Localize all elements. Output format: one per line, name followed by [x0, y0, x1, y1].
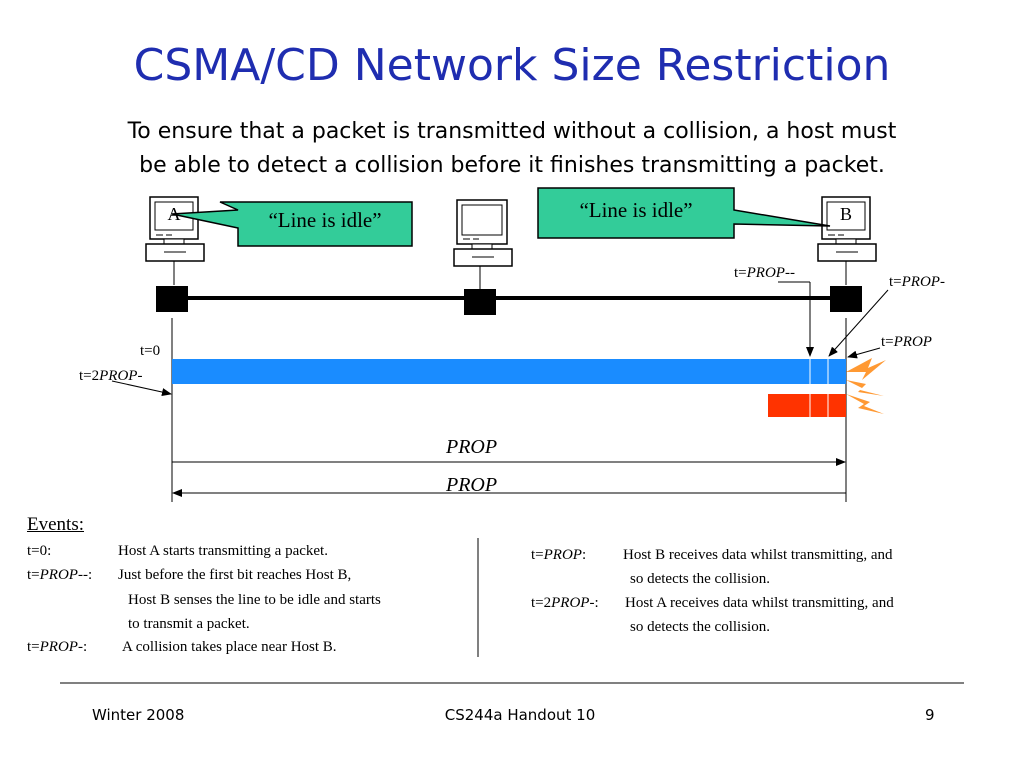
event-4-time: t=PROP: — [531, 547, 587, 563]
events-heading: Events: — [27, 514, 84, 535]
event-5-time: t=2PROP-: — [531, 595, 599, 611]
intro-line-1: To ensure that a packet is transmitted w… — [127, 119, 897, 144]
host-b-label: B — [839, 204, 852, 224]
event-3-time: t=PROP-: — [27, 639, 88, 655]
arrow-t-2prop — [111, 380, 172, 396]
label-t-2prop: t=2PROP- — [79, 368, 143, 384]
event-5-text-2: so detects the collision. — [630, 619, 770, 635]
computer-b-icon — [817, 196, 877, 285]
footer-left: Winter 2008 — [92, 706, 185, 724]
prop-label-back: PROP — [446, 474, 498, 496]
transceiver-a — [156, 286, 188, 312]
collision-spark-icon — [846, 358, 886, 414]
event-4-text-2: so detects the collision. — [630, 571, 770, 587]
slide-title: CSMA/CD Network Size Restriction — [133, 40, 891, 91]
callout-left-text: “Line is idle” — [268, 208, 382, 232]
prop-label-forward: PROP — [446, 436, 498, 458]
arrow-t-prop — [847, 347, 881, 359]
footer-center: CS244a Handout 10 — [444, 706, 596, 724]
label-t-prop-minus: t=PROP- — [889, 274, 945, 290]
transceiver-b — [830, 286, 862, 312]
event-3-text: A collision takes place near Host B. — [122, 639, 337, 655]
label-t-prop-minus-minus: t=PROP-- — [734, 265, 795, 281]
event-1-text: Host A starts transmitting a packet. — [118, 543, 328, 559]
callout-right-box — [537, 187, 831, 239]
event-1-time: t=0: — [27, 543, 52, 559]
label-t-prop: t=PROP — [881, 334, 932, 350]
event-2-text-3: to transmit a packet. — [128, 616, 250, 632]
event-2-text-1: Just before the first bit reaches Host B… — [118, 567, 352, 583]
intro-line-2: be able to detect a collision before it … — [139, 153, 885, 178]
host-a-label: A — [167, 204, 181, 224]
event-2-text-2: Host B senses the line to be idle and st… — [128, 592, 381, 608]
callout-right-text: “Line is idle” — [579, 198, 693, 222]
footer-page-number: 9 — [925, 706, 935, 724]
signal-b-bar — [768, 394, 846, 417]
label-t-0: t=0 — [140, 343, 161, 359]
computer-middle-icon — [453, 199, 513, 289]
transceiver-middle — [464, 289, 496, 315]
signal-a-bar — [172, 359, 846, 384]
event-5-text-1: Host A receives data whilst transmitting… — [625, 595, 894, 611]
arrow-t-prop-minus — [828, 289, 889, 357]
event-4-text-1: Host B receives data whilst transmitting… — [623, 547, 893, 563]
event-2-time: t=PROP--: — [27, 567, 93, 583]
callout-left-box — [171, 201, 413, 247]
